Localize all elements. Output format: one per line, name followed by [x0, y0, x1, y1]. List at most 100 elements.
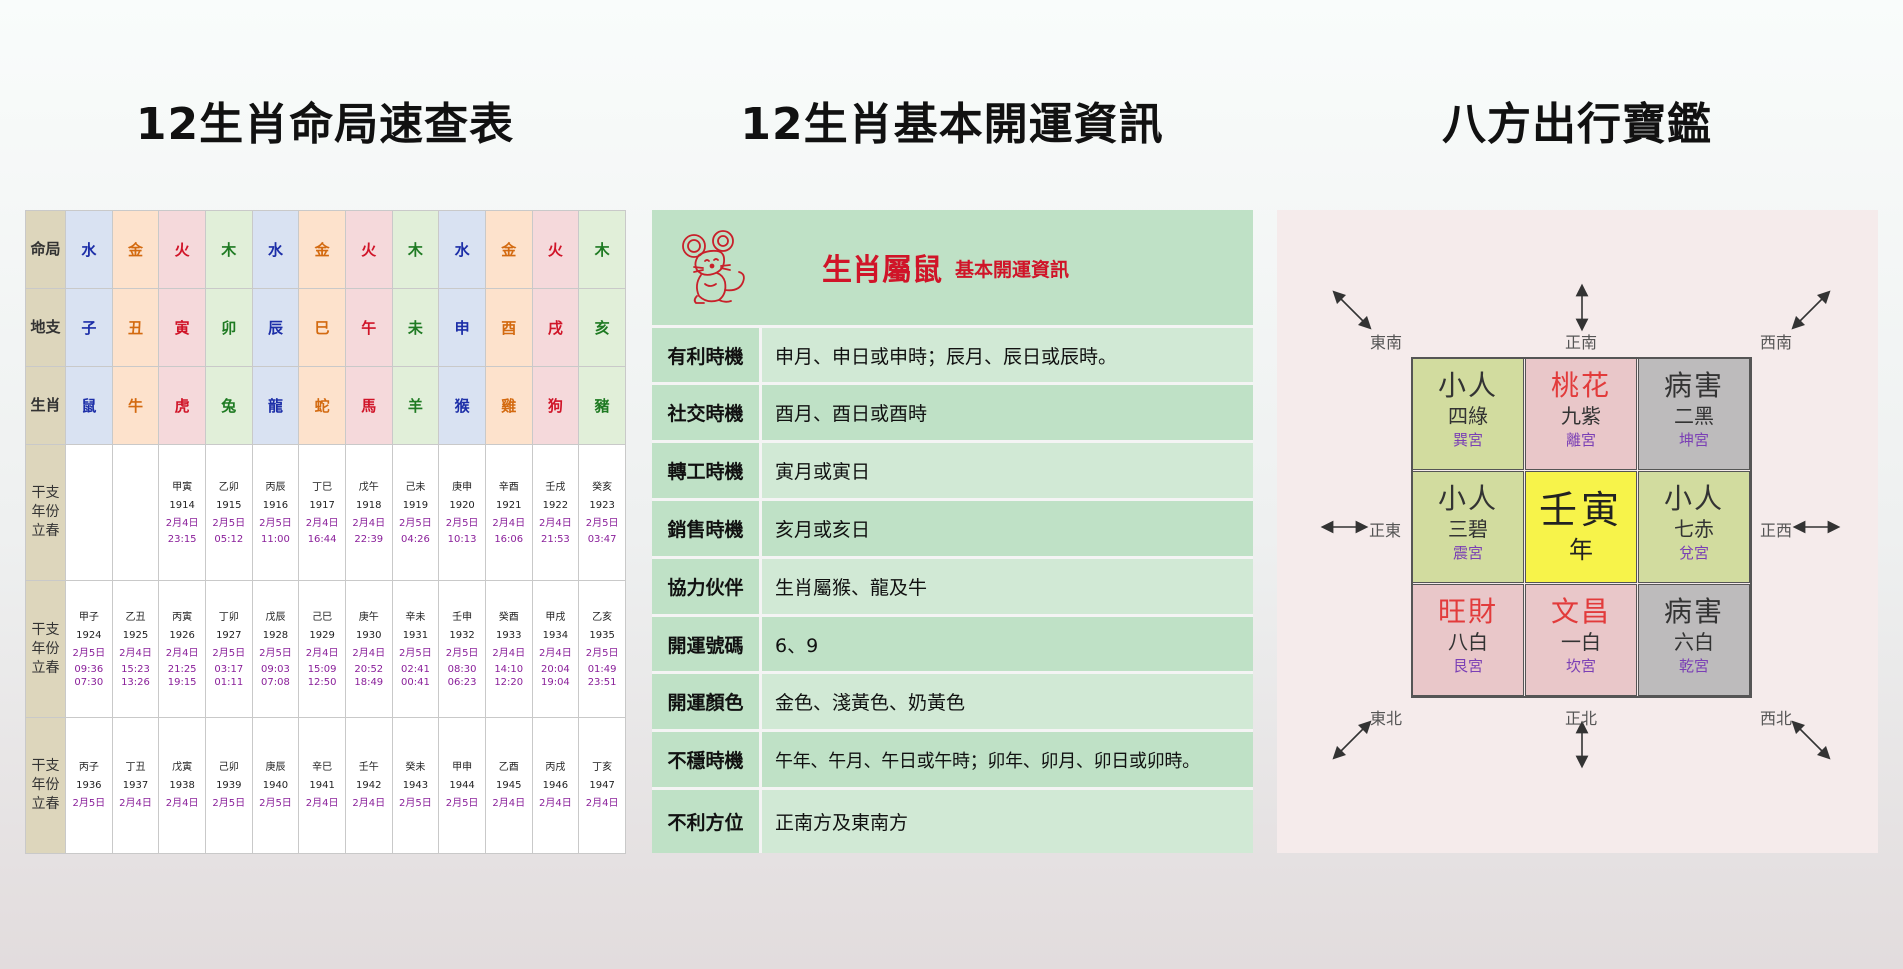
year-cell-time: 21:53: [540, 534, 570, 545]
fortune-row-label: 不利方位: [652, 790, 762, 853]
year-cell-year: 1931: [402, 630, 429, 641]
year-cell-time: 15:23 13:26: [121, 664, 150, 688]
year-cell-gz: 丙戌: [545, 761, 566, 773]
year-cell-year: 1918: [356, 500, 382, 511]
year-cell-date: 2月5日: [212, 797, 246, 809]
year-cell-time: 05:12: [214, 534, 244, 545]
palace-name: 乾宮: [1678, 657, 1709, 675]
palace-star: 四綠: [1448, 404, 1488, 428]
year-cell-time: 04:26: [401, 534, 430, 545]
palace-omen: 旺財: [1437, 595, 1498, 628]
fortune-row-value: 金色、淺黃色、奶黃色: [762, 674, 1253, 729]
year-cell-gz: 壬申: [452, 612, 473, 623]
fortune-row-value: 寅月或寅日: [762, 443, 1253, 498]
fortune-row-label: 不穩時機: [652, 732, 762, 787]
branch-cell: 戌: [531, 288, 580, 367]
year-cell-date: 2月5日: [445, 518, 479, 529]
branch-cell: 卯: [204, 288, 253, 367]
year-cell-gz: 丁卯: [218, 612, 239, 623]
year-cell-gz: 癸亥: [592, 482, 613, 493]
fortune-title-heading: 12生肖基本開運資訊: [740, 99, 1164, 150]
year-cell-date: 2月4日: [305, 797, 339, 809]
year-cell-gz: 壬戌: [545, 482, 566, 493]
branch-cell: 寅: [158, 288, 206, 367]
fortune-zodiac-title: 生肖屬鼠: [822, 253, 942, 288]
year-cell-year: 1938: [169, 779, 195, 791]
year-cell-year: 1936: [76, 779, 102, 791]
fortune-panel: 生肖屬鼠 基本開運資訊 有利時機申月、申日或申時；辰月、辰日或辰時。社交時機酉月…: [652, 210, 1253, 853]
zodiac-cell: 豬: [578, 366, 626, 445]
dir-n: 正北: [1565, 709, 1598, 728]
year-cell-time: 09:03 07:08: [261, 664, 290, 688]
travel-panel: 東南 正南 西南 正東 正西 東北 正北 西北 小人四綠巽宮桃花九紫離宮病害二黑…: [1277, 210, 1878, 853]
element-cell: 金: [298, 210, 346, 289]
palace-name: 巽宮: [1452, 431, 1483, 449]
year-cell-gz: 丁亥: [592, 761, 613, 773]
palace-star: 二黑: [1674, 404, 1714, 428]
year-cell-time: 01:49 23:51: [587, 664, 617, 688]
dir-nw: 西北: [1760, 709, 1793, 728]
year-cell-gz: 己未: [405, 482, 426, 493]
fortune-row: 有利時機申月、申日或申時；辰月、辰日或辰時。: [652, 325, 1253, 382]
year-cell-gz: 己卯: [218, 761, 239, 773]
fortune-row-label: 開運顏色: [652, 674, 762, 729]
branch-cell: 亥: [578, 288, 626, 367]
year-cell-year: 1929: [309, 630, 335, 641]
palace-cell: 小人七赤兌宮: [1638, 471, 1750, 583]
palace-omen: 小人: [1437, 482, 1498, 515]
palace-name: 坤宮: [1678, 431, 1709, 449]
palace-name: 艮宮: [1452, 657, 1483, 675]
year-cell-date: 2月4日: [492, 797, 526, 809]
palace-cell: 病害六白乾宮: [1638, 584, 1750, 696]
palace-omen: 小人: [1663, 482, 1724, 515]
element-cell: 木: [204, 210, 253, 289]
element-cell: 金: [111, 210, 160, 289]
branch-cell: 巳: [298, 288, 346, 367]
dir-sw: 西南: [1760, 333, 1793, 352]
table-row-element: 命局水金火木水金火木水金火木: [25, 210, 626, 289]
element-cell: 水: [65, 210, 113, 289]
element-cell: 火: [158, 210, 206, 289]
year-cell-year: 1915: [216, 500, 242, 511]
year-cell-time: 16:44: [307, 534, 337, 545]
year-cell-gz: 乙丑: [125, 612, 146, 623]
palace-star: 七赤: [1674, 517, 1714, 541]
year-cell-year: 1940: [262, 779, 289, 791]
year-cell-year: 1922: [542, 500, 569, 511]
zodiac-cell: 馬: [344, 366, 393, 445]
fortune-row-label: 銷售時機: [652, 501, 762, 556]
fortune-row: 銷售時機亥月或亥日: [652, 498, 1253, 556]
year-cell-year: 1927: [216, 630, 242, 641]
year-cell-year: 1914: [169, 500, 195, 511]
year-cell-date: 2月4日: [352, 648, 386, 659]
year-cell-year: 1945: [496, 779, 522, 791]
year-cell: [65, 444, 113, 581]
year-cell: [111, 444, 160, 581]
dir-s: 正南: [1565, 333, 1598, 352]
fortune-row-value: 生肖屬猴、龍及牛: [762, 559, 1253, 614]
element-cell: 木: [578, 210, 626, 289]
palace-star: 六白: [1674, 630, 1714, 654]
year-cell-year: 1917: [309, 500, 335, 511]
element-cell: 水: [438, 210, 486, 289]
element-cell: 木: [391, 210, 440, 289]
year-cell-date: 2月5日: [585, 648, 619, 659]
